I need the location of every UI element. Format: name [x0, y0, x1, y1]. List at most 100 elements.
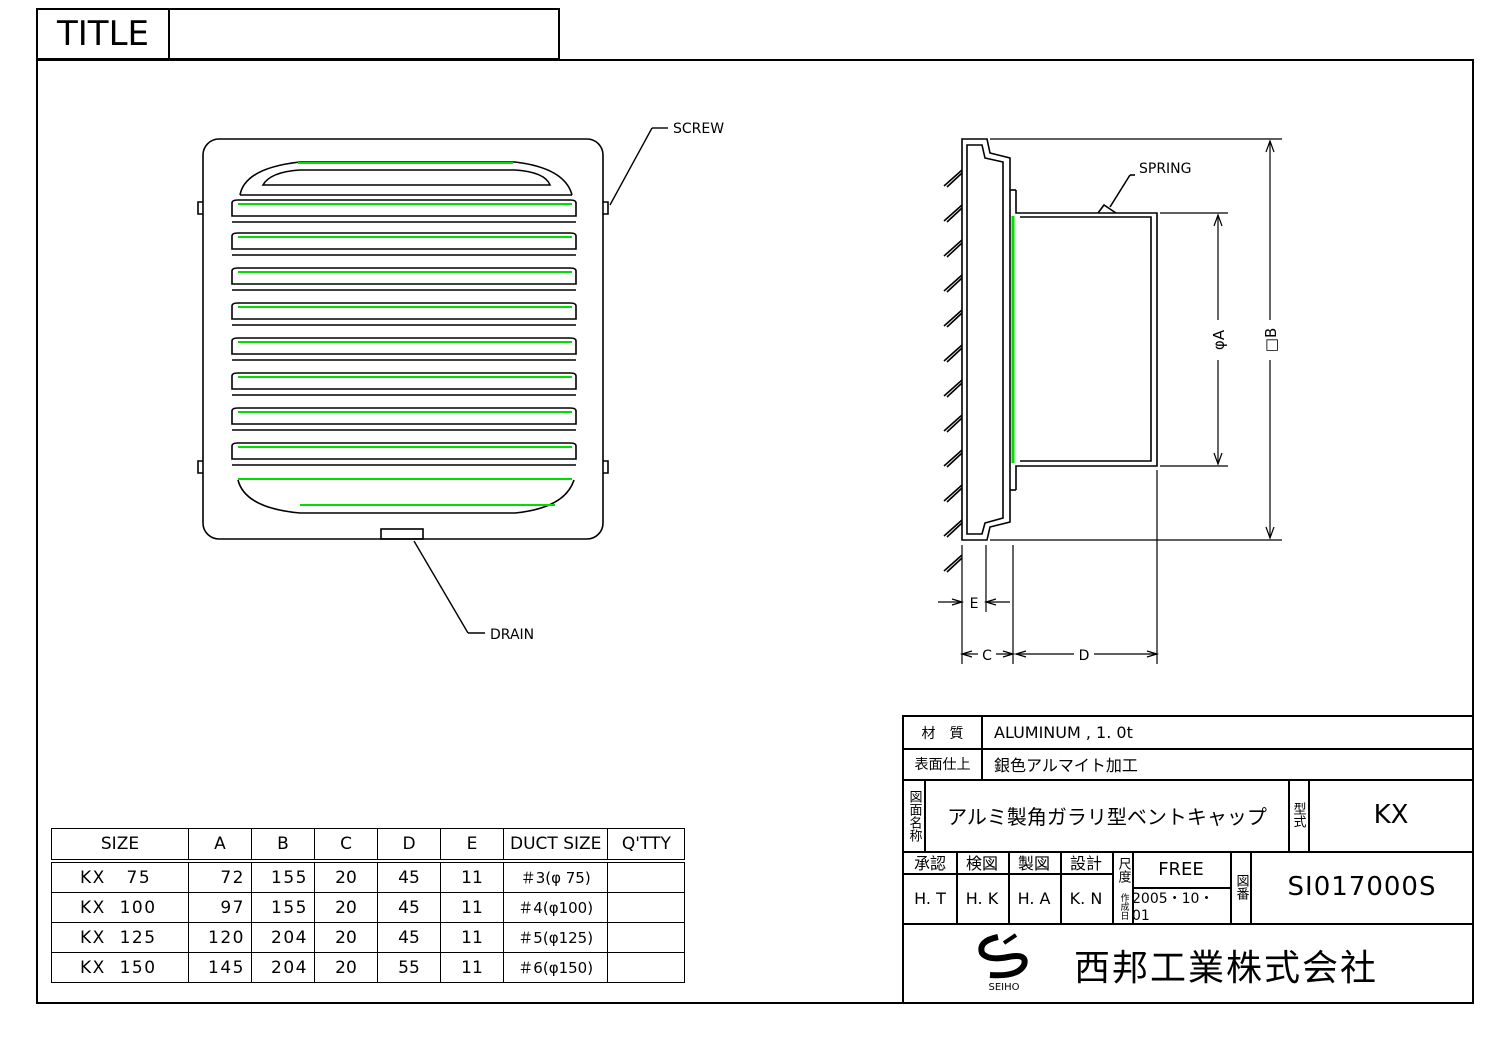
side-fins: [943, 169, 963, 573]
side-fin: [943, 309, 963, 328]
cell-size: KX 150: [51, 952, 189, 983]
cell-e: 11: [440, 860, 504, 893]
draw-value: H. A: [1017, 888, 1051, 908]
number-label: 図番: [1233, 874, 1249, 900]
side-duct: [1015, 190, 1158, 490]
louver-blade: [231, 267, 577, 291]
header-size: SIZE: [51, 828, 189, 862]
check-value: H. K: [965, 888, 999, 908]
louver-blade: [231, 337, 577, 361]
scale-value: FREE: [1158, 858, 1204, 880]
side-flange: [961, 138, 1011, 541]
dimension-lines: [938, 138, 1282, 664]
cell-qty[interactable]: [607, 922, 686, 953]
louver-stack: [231, 199, 577, 466]
cell-size: KX 75: [51, 860, 189, 893]
cell-b: 155: [251, 892, 315, 923]
side-fin: [943, 169, 963, 188]
cell-a: 120: [188, 922, 252, 953]
divider: [1112, 851, 1114, 923]
seiho-logo-icon: [978, 933, 1028, 979]
front-highlights: [238, 162, 572, 506]
cell-e: 11: [440, 922, 504, 953]
cell-b: 155: [251, 860, 315, 893]
cell-e: 11: [440, 952, 504, 983]
table-row: KX 125 120 204 20 45 11 ＃5(φ125): [51, 922, 686, 953]
date-value: 2005・10・01: [1132, 891, 1214, 924]
cell-c: 20: [314, 860, 378, 893]
divider: [1132, 887, 1230, 889]
divider: [956, 851, 958, 923]
cell-c: 20: [314, 892, 378, 923]
dim-e: E: [970, 596, 979, 612]
divider: [904, 748, 1472, 750]
screw-marks: [197, 201, 609, 474]
size-table: SIZE A B C D E DUCT SIZE Q'TTY KX 75 72 …: [51, 828, 686, 983]
screw-label: SCREW: [673, 121, 724, 137]
header-duct-size: DUCT SIZE: [502, 828, 609, 862]
cell-duct-size: ＃3(φ 75): [502, 860, 609, 893]
divider: [1250, 851, 1252, 923]
company-logo-text: SEIHO: [988, 981, 1020, 993]
material-label: 材 質: [921, 725, 964, 742]
front-view: [197, 138, 609, 540]
cell-size: KX 100: [51, 892, 189, 923]
drawing-name-value: アルミ製角ガラリ型ベントキャップ: [947, 804, 1267, 829]
side-fin: [943, 484, 963, 503]
side-fin: [943, 239, 963, 258]
cell-a: 97: [188, 892, 252, 923]
divider: [1132, 851, 1134, 923]
cell-duct-size: ＃4(φ100): [502, 892, 609, 923]
drain-slot: [380, 528, 424, 540]
side-fin: [943, 379, 963, 398]
table-row: KX 75 72 155 20 45 11 ＃3(φ 75): [51, 860, 686, 893]
size-table-header: SIZE A B C D E DUCT SIZE Q'TTY: [51, 828, 686, 862]
cell-b: 204: [251, 952, 315, 983]
approve-value: H. T: [914, 888, 946, 908]
cell-size: KX 125: [51, 922, 189, 953]
table-row: KX 150 145 204 20 55 11 ＃6(φ150): [51, 952, 686, 983]
cell-c: 20: [314, 922, 378, 953]
model-value: KX: [1373, 800, 1409, 830]
finish-label: 表面仕上: [914, 756, 971, 773]
louver-bottom-arc: [237, 479, 575, 514]
dim-phi-a: φA: [1210, 329, 1228, 350]
cell-d: 45: [377, 922, 441, 953]
material-value: ALUMINUM , 1. 0t: [994, 723, 1133, 742]
title-label: TITLE: [38, 10, 170, 58]
side-view: [943, 138, 1158, 573]
check-label: 検図: [965, 854, 998, 873]
divider: [904, 779, 1472, 781]
design-value: K. N: [1069, 888, 1103, 908]
louver-top: [261, 169, 552, 186]
cell-qty[interactable]: [607, 860, 686, 893]
drawing-frame: [36, 59, 1474, 1004]
divider: [1288, 779, 1290, 851]
header-qty: Q'TTY: [607, 828, 686, 862]
louver-blade: [231, 302, 577, 326]
company-name: 西邦工業株式会社: [1074, 948, 1379, 989]
cell-d: 45: [377, 892, 441, 923]
scale-label: 尺度: [1115, 857, 1131, 883]
drawing-name-label: 図面名称: [906, 790, 922, 842]
divider: [904, 923, 1472, 925]
screw-callout: [609, 127, 668, 206]
approve-label: 承認: [913, 854, 946, 873]
info-block: 材 質 ALUMINUM , 1. 0t 表面仕上 銀色アルマイト加工 図面名称…: [902, 715, 1474, 1004]
cell-qty[interactable]: [607, 952, 686, 983]
dim-c: C: [982, 648, 992, 664]
cell-qty[interactable]: [607, 892, 686, 923]
divider: [1008, 851, 1010, 923]
header-d: D: [377, 828, 441, 862]
divider: [904, 851, 1472, 853]
draw-label: 製図: [1017, 854, 1050, 873]
louver-blade: [231, 442, 577, 466]
divider: [1230, 851, 1232, 923]
divider: [1060, 851, 1062, 923]
header-a: A: [188, 828, 252, 862]
louver-blade: [231, 372, 577, 396]
side-fin: [943, 449, 963, 468]
finish-value: 銀色アルマイト加工: [994, 755, 1138, 775]
header-c: C: [314, 828, 378, 862]
